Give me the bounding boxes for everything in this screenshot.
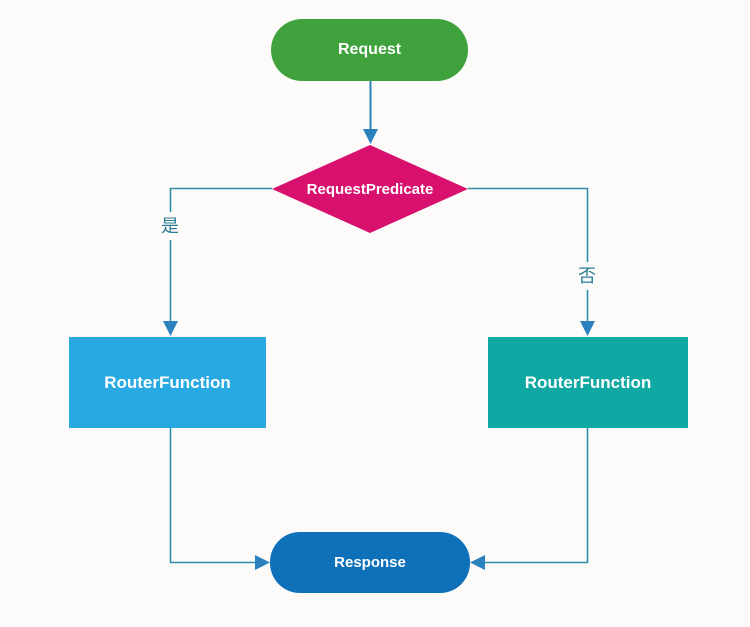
node-router-function-left-label: RouterFunction — [104, 372, 231, 392]
edge-predicate-to-router-left — [163, 187, 272, 336]
node-router-function-right-label: RouterFunction — [524, 372, 652, 392]
node-request-predicate-label: RequestPredicate — [306, 180, 434, 198]
edge-label-no: 否 — [577, 262, 597, 290]
edge-request-to-predicate — [363, 81, 378, 144]
node-router-function-right: RouterFunction — [488, 337, 688, 428]
node-router-function-left: RouterFunction — [69, 337, 266, 428]
node-request-label: Request — [337, 41, 402, 58]
arrow-down-icon — [580, 321, 595, 336]
edge-line — [485, 428, 589, 564]
edge-line — [169, 187, 272, 321]
arrow-right-icon — [255, 555, 270, 570]
node-request: Request — [271, 19, 468, 81]
edge-router-right-to-response — [470, 428, 589, 570]
edge-label-yes: 是 — [160, 212, 180, 240]
edge-line — [169, 428, 255, 564]
arrow-down-icon — [163, 321, 178, 336]
edge-line — [468, 187, 589, 321]
node-response-label: Response — [334, 554, 406, 571]
edge-predicate-to-router-right — [468, 187, 595, 336]
arrow-down-icon — [363, 129, 378, 144]
arrow-left-icon — [470, 555, 485, 570]
node-response: Response — [270, 532, 470, 593]
edge-router-left-to-response — [169, 428, 270, 570]
